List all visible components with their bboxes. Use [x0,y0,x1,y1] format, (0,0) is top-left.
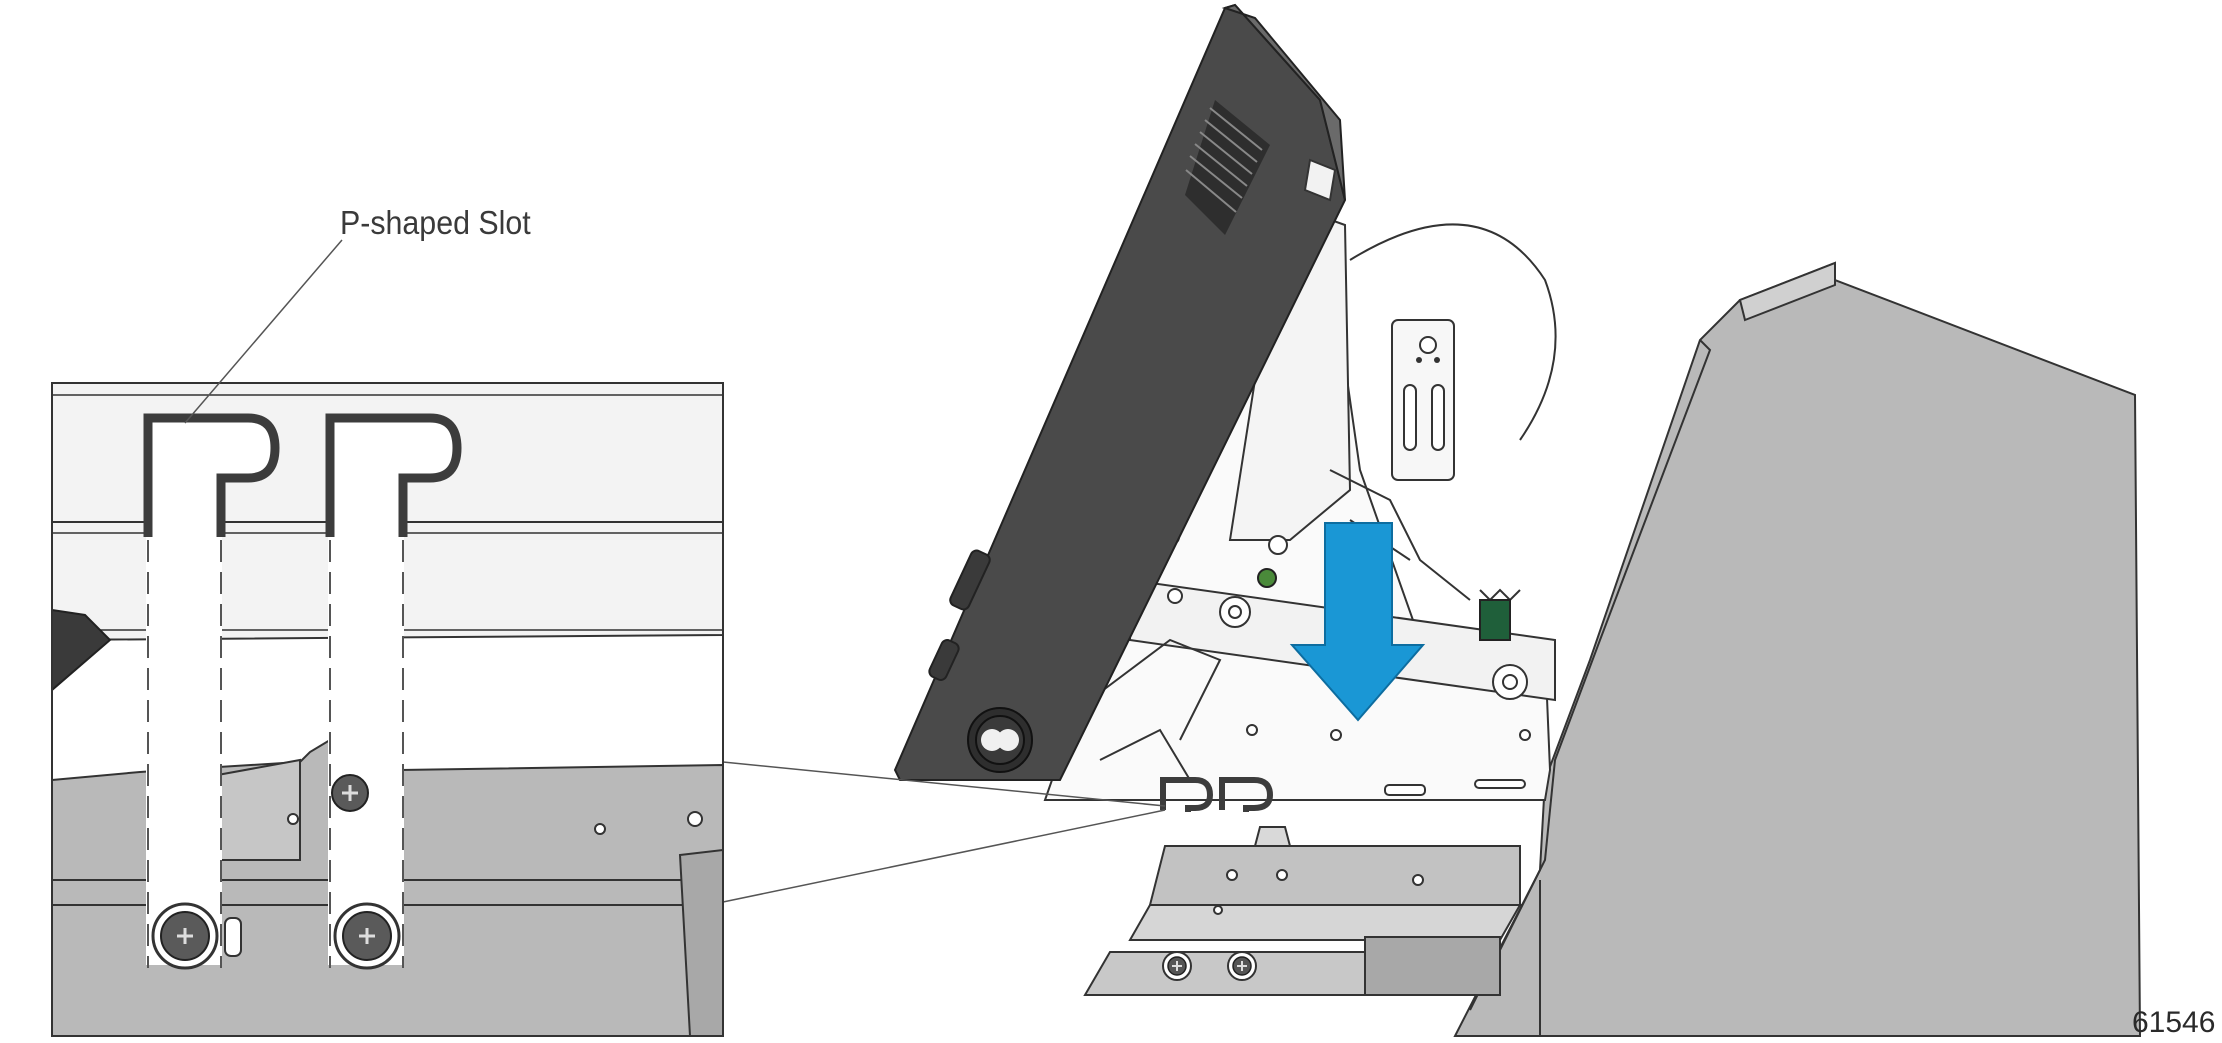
detail-inset [51,382,724,1037]
p-shaped-slot-main [1160,777,1274,812]
down-arrow-icon [1289,522,1426,722]
alignment-guides [146,535,404,968]
phillips-screw-icon [331,774,369,812]
callout-leader-line [184,239,343,424]
figure-number: 61546 [2132,1006,2216,1039]
phillips-screw-icon [151,902,219,970]
phillips-screw-icon [1162,951,1192,981]
phillips-screw-icon [333,902,401,970]
printer-cover [893,3,1347,781]
p-shaped-slot-label: P-shaped Slot [340,204,531,241]
p-shaped-slot-detail [143,413,462,537]
phillips-screw-icon [1227,951,1257,981]
base-rail [1083,826,1522,996]
zoom-leader-lines [722,761,1166,903]
cover-knob-icon [967,707,1033,773]
right-housing [1453,261,2142,1037]
